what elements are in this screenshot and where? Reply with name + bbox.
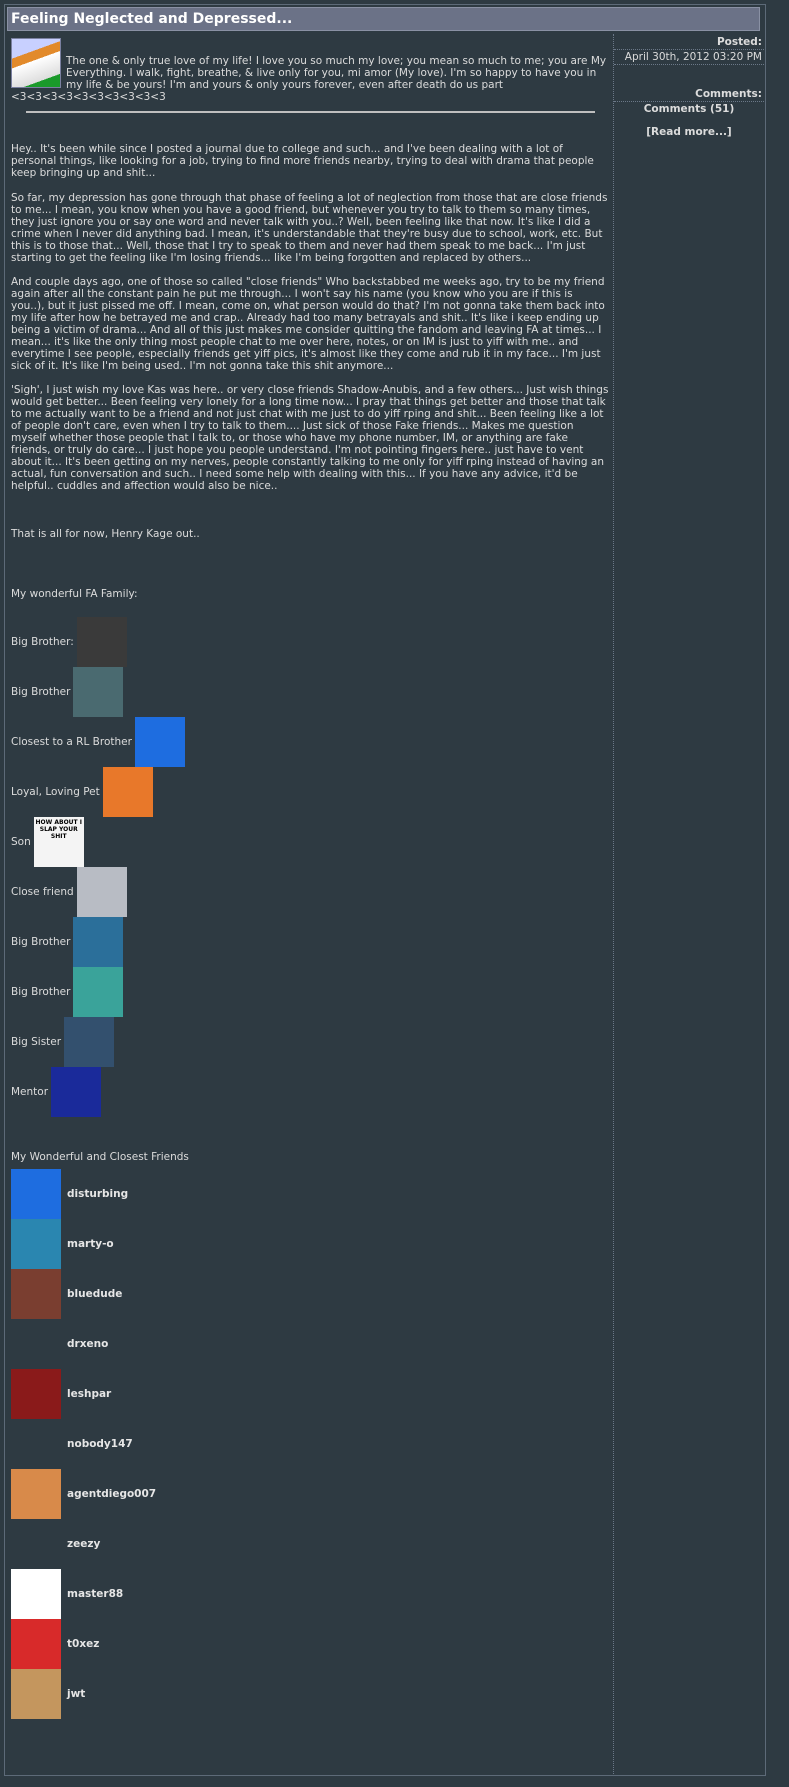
friend-item[interactable]: agentdiego007 <box>11 1469 609 1519</box>
posted-date: April 30th, 2012 03:20 PM <box>614 50 764 65</box>
friend-avatar[interactable] <box>11 1169 61 1219</box>
author-avatar[interactable] <box>11 38 61 88</box>
read-more-link[interactable]: [Read more...] <box>614 126 764 138</box>
friend-item[interactable]: master88 <box>11 1569 609 1619</box>
family-member: Mentor <box>11 1067 609 1117</box>
friend-name-link[interactable]: t0xez <box>67 1638 100 1650</box>
friend-name-link[interactable]: marty-o <box>67 1238 114 1250</box>
family-member-avatar[interactable] <box>134 717 185 767</box>
family-member-label: Big Sister <box>11 1036 62 1048</box>
comments-label: Comments: <box>614 88 764 102</box>
friend-avatar[interactable] <box>11 1419 61 1469</box>
family-member: Big Brother <box>11 967 609 1017</box>
friend-item[interactable]: jwt <box>11 1669 609 1719</box>
family-member-label: Closest to a RL Brother <box>11 736 132 748</box>
friend-name-link[interactable]: zeezy <box>67 1538 101 1550</box>
friend-name-link[interactable]: master88 <box>67 1588 124 1600</box>
friend-avatar[interactable] <box>11 1469 61 1519</box>
friend-item[interactable]: t0xez <box>11 1619 609 1669</box>
friend-avatar[interactable] <box>11 1569 61 1619</box>
friend-item[interactable]: disturbing <box>11 1169 609 1219</box>
paragraph: 'Sigh', I just wish my love Kas was here… <box>11 384 609 492</box>
family-member: Big Brother <box>11 667 609 717</box>
friend-avatar[interactable] <box>11 1319 61 1369</box>
family-member: Big Sister <box>11 1017 609 1067</box>
read-more-text[interactable]: [Read more...] <box>646 126 732 138</box>
family-member-avatar[interactable] <box>73 967 124 1017</box>
comments-link-text[interactable]: Comments (51) <box>643 103 735 115</box>
family-member-avatar[interactable] <box>76 867 127 917</box>
paragraph: And couple days ago, one of those so cal… <box>11 276 605 372</box>
friend-name-link[interactable]: jwt <box>67 1688 86 1700</box>
friend-avatar[interactable] <box>11 1269 61 1319</box>
friend-name-link[interactable]: bluedude <box>67 1288 123 1300</box>
friend-item[interactable]: marty-o <box>11 1219 609 1269</box>
friend-avatar[interactable] <box>11 1619 61 1669</box>
friend-name-link[interactable]: leshpar <box>67 1388 112 1400</box>
friend-item[interactable]: nobody147 <box>11 1419 609 1469</box>
family-member: Loyal, Loving Pet <box>11 767 609 817</box>
friend-name-link[interactable]: nobody147 <box>67 1438 133 1450</box>
friend-avatar[interactable] <box>11 1219 61 1269</box>
family-member-avatar[interactable]: HOW ABOUT I SLAP YOUR SHIT <box>33 817 84 867</box>
journal-container <box>4 4 766 1776</box>
family-heading: My wonderful FA Family: <box>11 588 138 600</box>
family-member-avatar[interactable] <box>73 667 124 717</box>
friend-item[interactable]: drxeno <box>11 1319 609 1369</box>
friend-avatar[interactable] <box>11 1669 61 1719</box>
comments-link[interactable]: Comments (51) <box>614 102 764 116</box>
family-member-label: Mentor <box>11 1086 49 1098</box>
friend-name-link[interactable]: drxeno <box>67 1338 109 1350</box>
journal-body: The one & only true love of my life! I l… <box>11 38 609 1719</box>
family-member: Big Brother <box>11 917 609 967</box>
family-member: Close friend <box>11 867 609 917</box>
header-text: The one & only true love of my life! I l… <box>66 55 607 91</box>
avatar-caption: HOW ABOUT I SLAP YOUR SHIT <box>35 819 82 840</box>
family-member-label: Big Brother: <box>11 636 74 648</box>
friend-item[interactable]: leshpar <box>11 1369 609 1419</box>
friend-name-link[interactable]: agentdiego007 <box>67 1488 157 1500</box>
family-member-avatar[interactable] <box>73 917 124 967</box>
friends-heading: My Wonderful and Closest Friends <box>11 1151 189 1163</box>
header-divider <box>26 111 595 113</box>
family-member-label: Close friend <box>11 886 74 898</box>
family-member-avatar[interactable] <box>76 617 127 667</box>
family-member-avatar[interactable] <box>51 1067 102 1117</box>
friend-avatar[interactable] <box>11 1369 61 1419</box>
family-member-label: Big Brother <box>11 986 71 998</box>
paragraph: So far, my depression has gone through t… <box>11 192 608 264</box>
family-member: Son HOW ABOUT I SLAP YOUR SHIT <box>11 817 609 867</box>
posted-label: Posted: <box>614 36 764 50</box>
friend-item[interactable]: zeezy <box>11 1519 609 1569</box>
signoff: That is all for now, Henry Kage out.. <box>11 528 200 540</box>
family-member-label: Loyal, Loving Pet <box>11 786 100 798</box>
paragraph: Hey.. It's been while since I posted a j… <box>11 143 594 179</box>
family-member: Closest to a RL Brother <box>11 717 609 767</box>
family-member-label: Son <box>11 836 31 848</box>
family-member-avatar[interactable] <box>64 1017 115 1067</box>
friend-item[interactable]: bluedude <box>11 1269 609 1319</box>
family-member: Big Brother: <box>11 617 609 667</box>
friend-avatar[interactable] <box>11 1519 61 1569</box>
family-member-avatar[interactable] <box>102 767 153 817</box>
family-member-label: Big Brother <box>11 936 71 948</box>
journal-sidebar: Posted: April 30th, 2012 03:20 PM Commen… <box>613 34 764 1774</box>
friends-list: disturbing marty-o bluedude drxeno leshpar no… <box>11 1169 609 1719</box>
friend-name-link[interactable]: disturbing <box>67 1188 129 1200</box>
hearts-text: <3<3<3<3<3<3<3<3<3<3 <box>11 91 166 103</box>
family-member-label: Big Brother <box>11 686 71 698</box>
journal-title: Feeling Neglected and Depressed... <box>7 7 760 31</box>
